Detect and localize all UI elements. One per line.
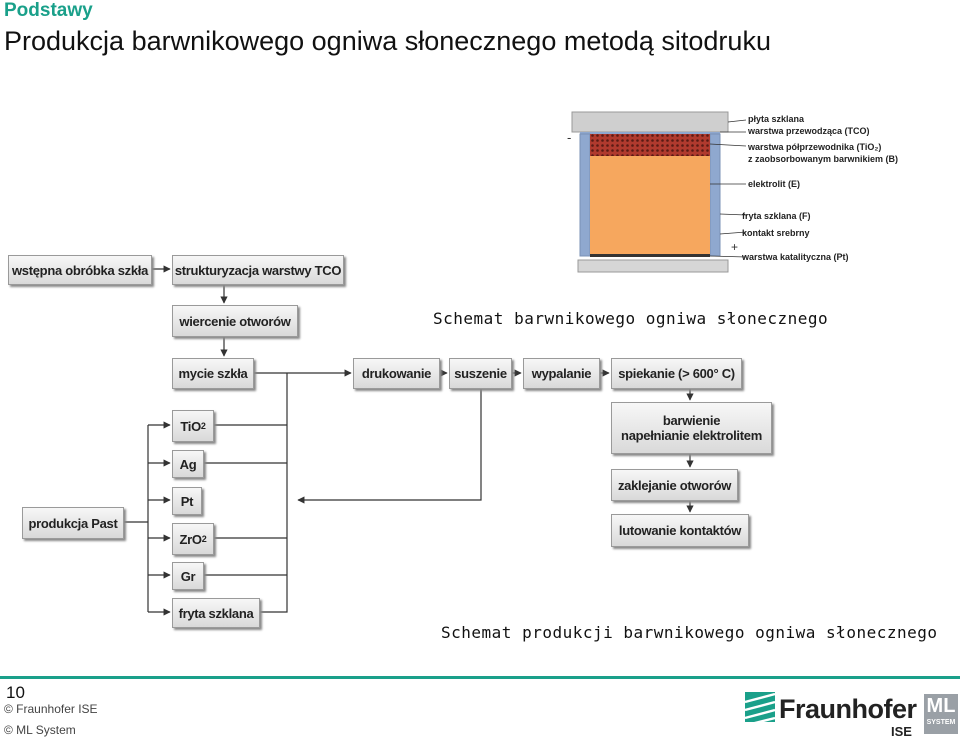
section-title: Podstawy bbox=[4, 0, 93, 21]
cell-plus: + bbox=[731, 240, 739, 254]
page-title: Produkcja barwnikowego ogniwa słoneczneg… bbox=[4, 26, 771, 56]
paste-tio2-label: TiO bbox=[180, 418, 201, 434]
step-dyeing: barwienie napełnianie elektrolitem bbox=[611, 402, 772, 454]
step-dyeing-line2: napełnianie elektrolitem bbox=[621, 428, 762, 443]
fraunhofer-brand: Fraunhofer bbox=[779, 694, 917, 724]
label-catalyst: warstwa katalityczna (Pt) bbox=[742, 252, 849, 262]
step-dyeing-line1: barwienie bbox=[662, 413, 721, 428]
copyright-fraunhofer: © Fraunhofer ISE bbox=[4, 702, 98, 716]
cell-schematic bbox=[571, 111, 747, 273]
label-electrolyte: elektrolit (E) bbox=[748, 179, 801, 189]
paste-tio2-sub: 2 bbox=[200, 420, 206, 431]
fraunhofer-ise: ISE bbox=[891, 724, 912, 739]
ml-system-logo: ML SYSTEM bbox=[924, 694, 958, 734]
step-drilling: wiercenie otworów bbox=[172, 305, 298, 337]
step-pastes: produkcja Past bbox=[22, 507, 124, 539]
ml-logo-text: ML bbox=[926, 695, 956, 717]
label-glass: płyta szklana bbox=[748, 114, 805, 124]
label-tco: warstwa przewodząca (TCO) bbox=[748, 126, 870, 136]
step-structuring: strukturyzacja warstwy TCO bbox=[172, 255, 344, 285]
cell-minus: - bbox=[567, 130, 572, 145]
paste-zro2-label: ZrO bbox=[179, 531, 203, 547]
step-preprocess: wstępna obróbka szkła bbox=[8, 255, 152, 285]
ml-logo-subtext: SYSTEM bbox=[926, 719, 956, 726]
step-sintering: spiekanie (> 600° C) bbox=[611, 358, 742, 389]
fraunhofer-logo-icon bbox=[745, 692, 775, 722]
label-frit: fryta szklana (F) bbox=[742, 211, 811, 221]
paste-frit: fryta szklana bbox=[172, 598, 260, 628]
step-printing: drukowanie bbox=[353, 358, 440, 389]
paste-gr: Gr bbox=[172, 562, 204, 590]
step-washing: mycie szkła bbox=[172, 358, 254, 389]
label-silver: kontakt srebrny bbox=[742, 228, 810, 238]
label-semiconductor: warstwa półprzewodnika (TiO₂) bbox=[748, 142, 882, 152]
paste-zro2-sub: 2 bbox=[201, 533, 207, 544]
page-number: 10 bbox=[6, 683, 25, 702]
paste-pt: Pt bbox=[172, 487, 202, 515]
step-soldering: lutowanie kontaktów bbox=[611, 514, 749, 547]
step-drying: suszenie bbox=[449, 358, 512, 389]
step-firing: wypalanie bbox=[523, 358, 600, 389]
process-caption: Schemat produkcji barwnikowego ogniwa sł… bbox=[441, 623, 938, 642]
footer-divider bbox=[0, 676, 960, 679]
cell-caption: Schemat barwnikowego ogniwa słonecznego bbox=[433, 309, 829, 328]
copyright-ml: © ML System bbox=[4, 723, 76, 737]
label-dye: z zaobsorbowanym barwnikiem (B) bbox=[748, 154, 899, 164]
paste-ag: Ag bbox=[172, 450, 204, 478]
step-sealing: zaklejanie otworów bbox=[611, 469, 738, 501]
